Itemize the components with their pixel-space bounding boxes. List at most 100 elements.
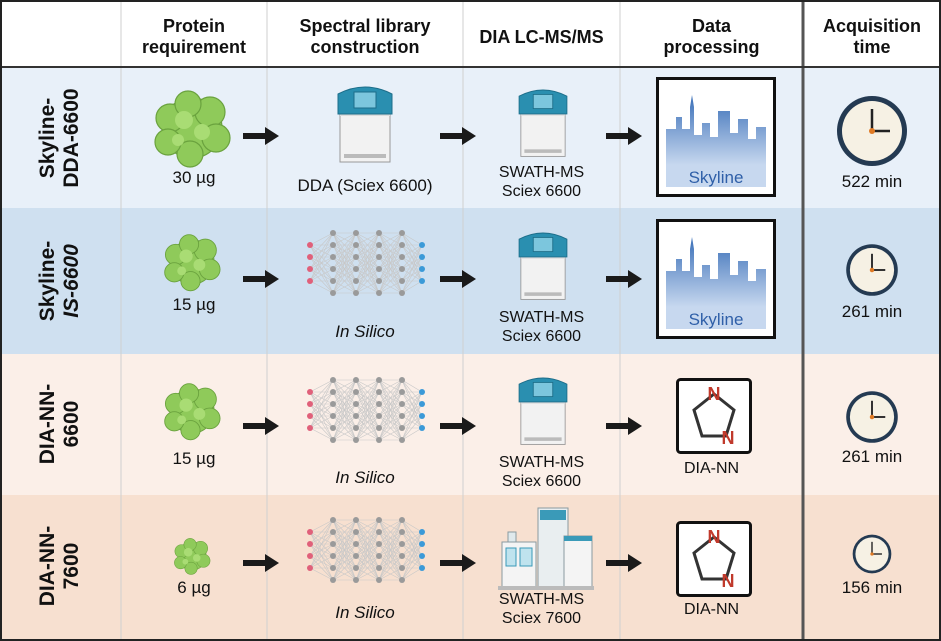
network-node [330, 278, 336, 284]
right-arrow-icon [606, 417, 642, 435]
network-node [307, 529, 313, 535]
protein-amount-2: 15 µg [172, 295, 216, 314]
network-node [399, 389, 405, 395]
neural-network-icon [307, 230, 425, 296]
network-node [353, 425, 359, 431]
network-node [353, 278, 359, 284]
network-node [376, 425, 382, 431]
right-arrow-icon [606, 554, 642, 572]
header-dia-lcms: DIA LC-MS/MS [479, 27, 604, 47]
neural-network-icon [307, 377, 425, 443]
network-node [330, 529, 336, 535]
right-arrow-icon [606, 270, 642, 288]
network-node [353, 517, 359, 523]
protein-blob-icon [164, 383, 221, 441]
network-node [376, 254, 382, 260]
acquisition-time-2: 261 min [841, 302, 903, 321]
right-arrow-icon [440, 270, 476, 288]
mass-spectrometer-icon [518, 89, 568, 157]
network-node [419, 254, 425, 260]
mass-spectrometer-icon [337, 86, 393, 163]
network-node [307, 401, 313, 407]
row-label-1: Skyline-DDA-6600 [36, 88, 83, 188]
right-arrow-icon [243, 270, 279, 288]
network-node [330, 553, 336, 559]
network-node [330, 413, 336, 419]
row-label-2: Skyline-IS-6600 [36, 240, 83, 322]
network-node [419, 389, 425, 395]
row-label-4: DIA-NN-7600 [36, 525, 83, 607]
network-node [399, 290, 405, 296]
network-node [419, 413, 425, 419]
network-node [353, 413, 359, 419]
network-node [330, 290, 336, 296]
protein-amount-1: 30 µg [172, 168, 216, 187]
clock-icon [846, 391, 898, 443]
network-node [376, 529, 382, 535]
right-arrow-icon [440, 127, 476, 145]
right-arrow-icon [440, 417, 476, 435]
network-node [399, 553, 405, 559]
network-node [330, 425, 336, 431]
library-text-3: In Silico [335, 468, 395, 487]
protein-blob-icon [164, 234, 221, 292]
skyline-logo-text: Skyline [689, 168, 744, 187]
network-node [399, 517, 405, 523]
network-node [419, 242, 425, 248]
network-node [419, 529, 425, 535]
acquisition-time-4: 156 min [841, 578, 903, 597]
network-node [353, 565, 359, 571]
network-node [399, 377, 405, 383]
protein-amount-4: 6 µg [177, 578, 211, 597]
protein-amount-3: 15 µg [172, 449, 216, 468]
protein-blob-icon [174, 538, 211, 575]
network-node [307, 541, 313, 547]
library-text-2: In Silico [335, 322, 395, 341]
network-node [376, 517, 382, 523]
network-node [353, 266, 359, 272]
network-node [376, 577, 382, 583]
processing-text-3: DIA-NN [683, 460, 740, 477]
network-node [399, 254, 405, 260]
network-node [376, 437, 382, 443]
svg-text:N: N [722, 428, 735, 448]
network-node [419, 278, 425, 284]
network-node [376, 389, 382, 395]
network-node [307, 242, 313, 248]
network-node [376, 242, 382, 248]
network-node [330, 377, 336, 383]
svg-text:N: N [708, 384, 721, 404]
network-node [307, 254, 313, 260]
library-text-1: DDA (Sciex 6600) [297, 176, 433, 195]
acquisition-time-3: 261 min [841, 447, 903, 466]
network-node [353, 230, 359, 236]
network-node [330, 389, 336, 395]
network-node [399, 565, 405, 571]
clock-icon [837, 96, 907, 166]
network-node [376, 290, 382, 296]
network-node [399, 278, 405, 284]
network-node [330, 266, 336, 272]
mass-spectrometer-icon [498, 507, 594, 590]
svg-text:N: N [708, 527, 721, 547]
network-node [307, 413, 313, 419]
network-node [399, 529, 405, 535]
network-node [353, 377, 359, 383]
network-node [307, 565, 313, 571]
acquisition-time-1: 522 min [841, 172, 903, 191]
network-node [353, 541, 359, 547]
network-node [353, 242, 359, 248]
right-arrow-icon [243, 554, 279, 572]
neural-network-icon [307, 517, 425, 583]
network-node [399, 266, 405, 272]
network-node [399, 230, 405, 236]
network-node [399, 437, 405, 443]
processing-text-4: DIA-NN [683, 601, 740, 618]
network-node [419, 425, 425, 431]
right-arrow-icon [606, 127, 642, 145]
imidazole-logo-icon: N N [676, 378, 752, 454]
network-node [353, 389, 359, 395]
